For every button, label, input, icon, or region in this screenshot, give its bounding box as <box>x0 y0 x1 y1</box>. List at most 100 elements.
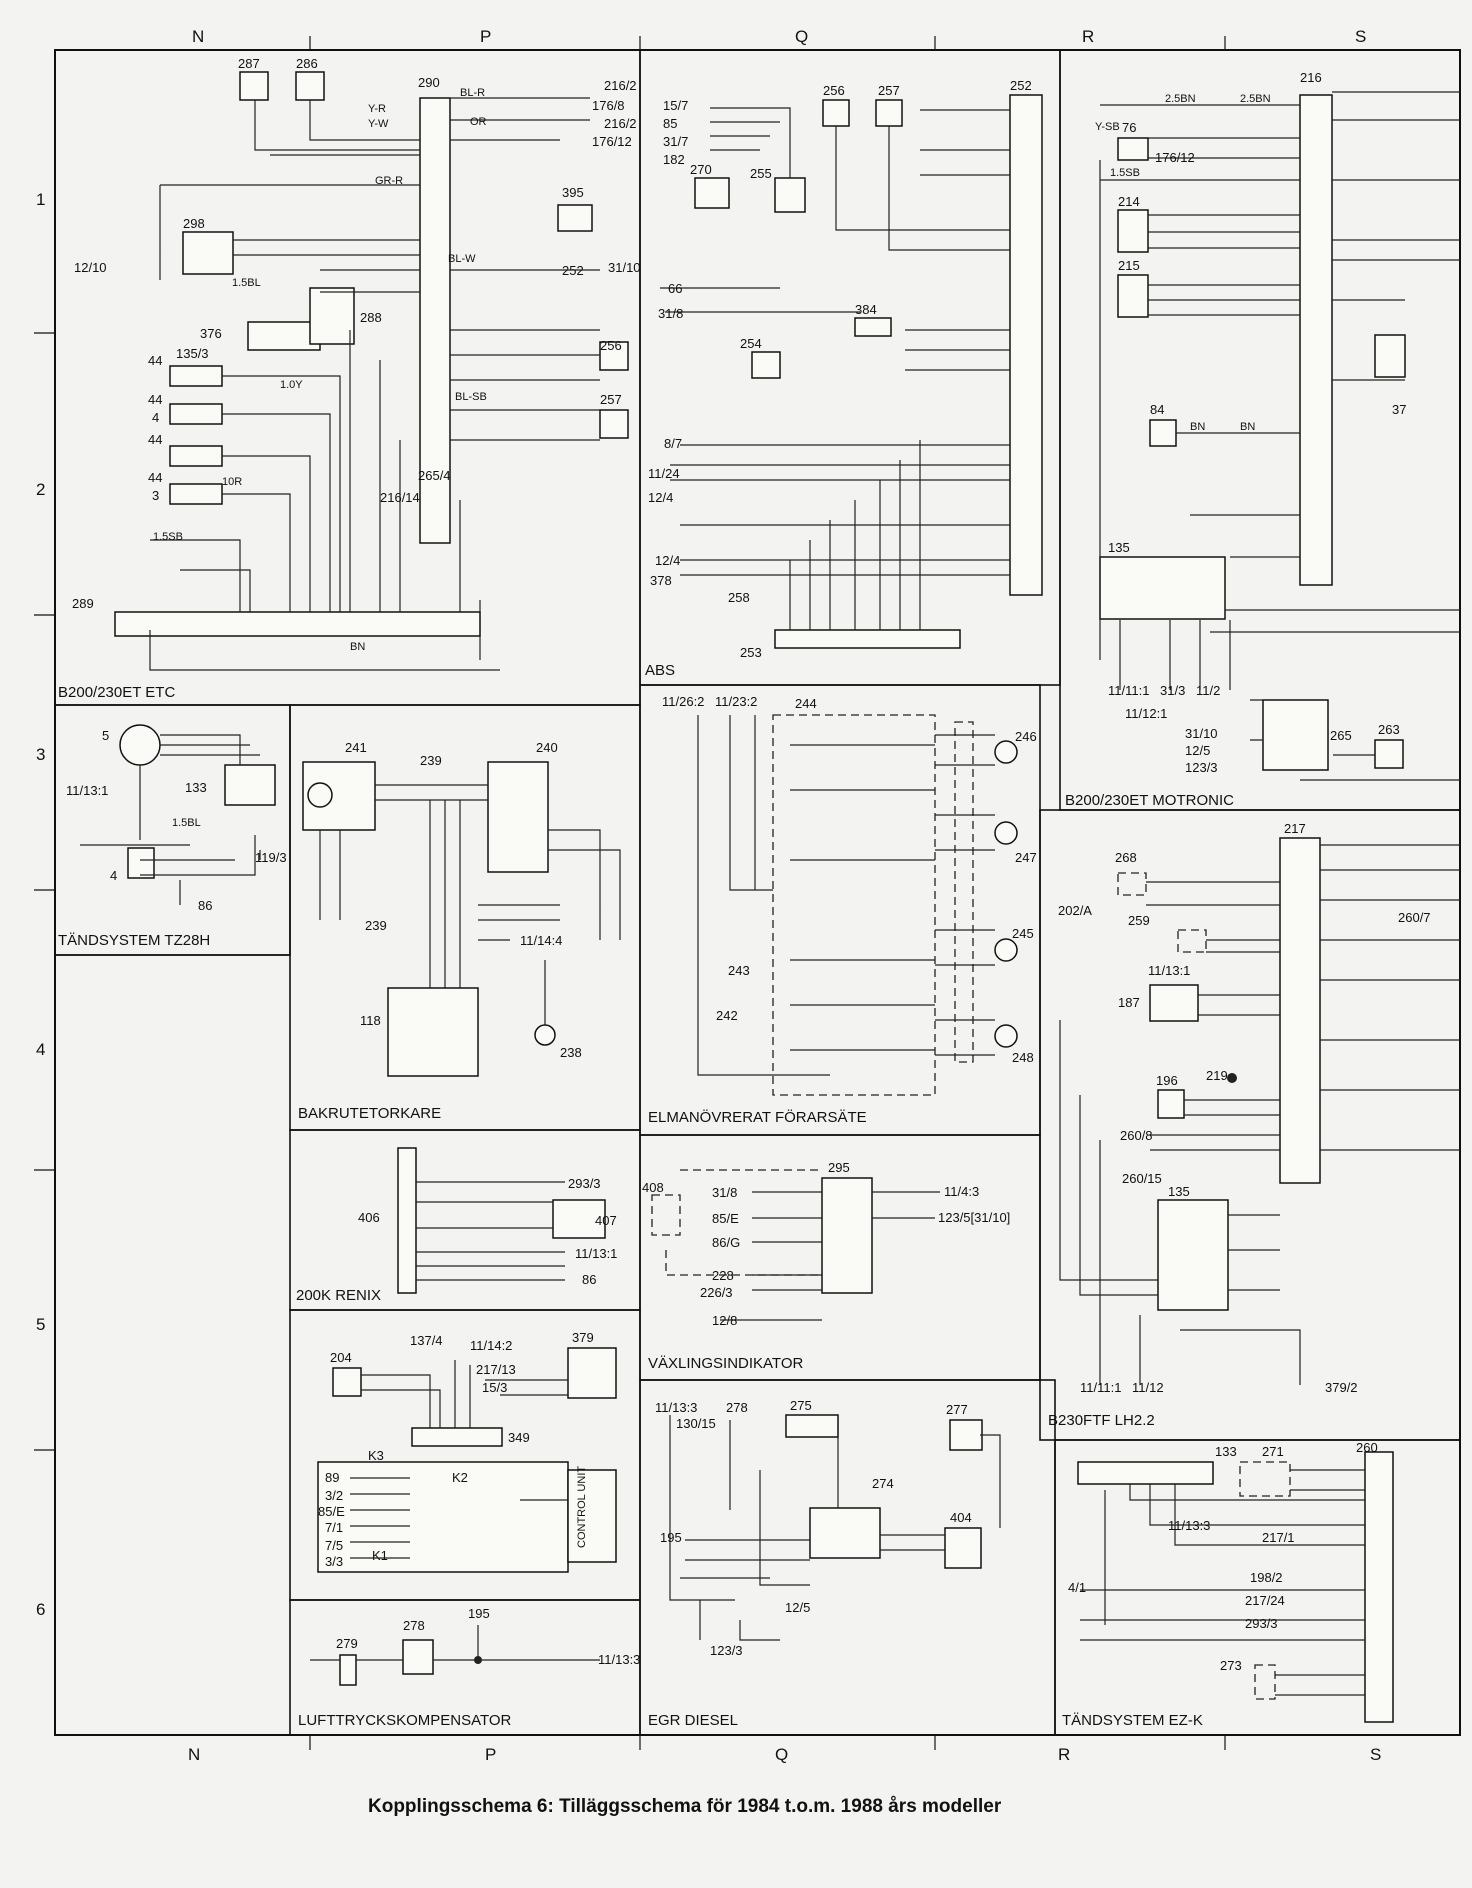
svg-text:187: 187 <box>1118 995 1140 1010</box>
svg-text:3/3: 3/3 <box>325 1554 343 1569</box>
svg-text:4: 4 <box>110 868 117 883</box>
svg-text:1.5BL: 1.5BL <box>172 817 201 829</box>
svg-text:BL-W: BL-W <box>448 253 476 265</box>
diagram-frame <box>54 49 1461 1736</box>
renix-connector <box>397 1147 417 1294</box>
svg-text:259: 259 <box>1128 913 1150 928</box>
svg-text:196: 196 <box>1156 1073 1178 1088</box>
svg-text:135: 135 <box>1108 540 1130 555</box>
grid-ticks <box>34 36 1226 1750</box>
panel-bakrute: 241 239 239 240 118 238 11/14:4 BAKRUTET… <box>298 740 621 1122</box>
etc-refs: 216/2 176/8 216/2 176/12 31/10 12/10 135… <box>74 78 641 505</box>
component-271 <box>1239 1461 1291 1497</box>
component-395 <box>557 204 593 232</box>
svg-text:255: 255 <box>750 166 772 181</box>
svg-text:66: 66 <box>668 281 682 296</box>
svg-text:76: 76 <box>1122 120 1136 135</box>
component-376 <box>247 321 321 351</box>
panel-motronic: 216 76 214 215 84 135 265 263 37 176/12 … <box>1065 70 1460 809</box>
panel-tz28h: 5 133 4 11/13:1 119/3 86 1.5BL TÄNDSYSTE… <box>58 724 287 949</box>
svg-text:11/12:1: 11/12:1 <box>1125 706 1167 721</box>
svg-text:BN: BN <box>350 641 365 653</box>
panel-title-vaxling: VÄXLINGSINDIKATOR <box>648 1355 803 1372</box>
svg-text:37: 37 <box>1392 402 1406 417</box>
svg-text:4/1: 4/1 <box>1068 1580 1086 1595</box>
component-135-lh <box>1157 1199 1229 1311</box>
svg-text:2.5BN: 2.5BN <box>1165 93 1196 105</box>
component-404 <box>944 1527 982 1569</box>
grid-row-2: 2 <box>36 480 45 499</box>
svg-text:44: 44 <box>148 392 162 407</box>
component-270 <box>694 177 730 209</box>
svg-text:12/5: 12/5 <box>785 1600 810 1615</box>
svg-text:31/7: 31/7 <box>663 134 688 149</box>
label-257: 257 <box>600 392 622 407</box>
grid-row-3: 3 <box>36 745 45 764</box>
panel-luft: 279 278 195 11/13:3 LUFTTRYCKSKOMPENSATO… <box>298 1606 640 1729</box>
motor-245 <box>994 938 1018 962</box>
panel-control-unit: 204 379 349 K3 K2 K1 CONTROL UNIT 137/4 … <box>317 1330 617 1573</box>
svg-text:217/13: 217/13 <box>476 1362 516 1377</box>
svg-text:407: 407 <box>595 1213 617 1228</box>
svg-text:1.0Y: 1.0Y <box>280 379 303 391</box>
svg-text:GR-R: GR-R <box>375 175 403 187</box>
component-133-tz <box>224 764 276 806</box>
label-376: 376 <box>200 326 222 341</box>
svg-text:295: 295 <box>828 1160 850 1175</box>
component-384 <box>854 317 892 337</box>
svg-text:11/13:1: 11/13:1 <box>1148 963 1190 978</box>
svg-text:260/15: 260/15 <box>1122 1171 1162 1186</box>
svg-text:1.5SB: 1.5SB <box>153 531 183 543</box>
svg-text:349: 349 <box>508 1430 530 1445</box>
svg-text:216/2: 216/2 <box>604 116 637 131</box>
svg-text:BN: BN <box>1190 421 1205 433</box>
svg-text:198/2: 198/2 <box>1250 1570 1283 1585</box>
panel-title-elman: ELMANÖVRERAT FÖRARSÄTE <box>648 1108 867 1126</box>
label-286: 286 <box>296 56 318 71</box>
svg-text:273: 273 <box>1220 1658 1242 1673</box>
component-217 <box>1279 837 1321 1184</box>
svg-text:260: 260 <box>1356 1440 1378 1455</box>
svg-text:219: 219 <box>1206 1068 1228 1083</box>
grid-bottom-letters: N P Q R S <box>188 1745 1381 1764</box>
label-298: 298 <box>183 216 205 231</box>
component-255 <box>774 177 806 213</box>
svg-text:15/3: 15/3 <box>482 1380 507 1395</box>
svg-text:133: 133 <box>185 780 207 795</box>
svg-text:11/26:2: 11/26:2 <box>662 694 704 709</box>
svg-text:5: 5 <box>102 728 109 743</box>
component-252-abs <box>1009 94 1043 596</box>
svg-text:195: 195 <box>660 1530 682 1545</box>
svg-text:31/10: 31/10 <box>608 260 641 275</box>
svg-text:1.5BL: 1.5BL <box>232 277 261 289</box>
svg-text:123/5[31/10]: 123/5[31/10] <box>938 1210 1010 1225</box>
svg-text:7/1: 7/1 <box>325 1520 343 1535</box>
svg-text:BN: BN <box>1240 421 1255 433</box>
svg-text:85/E: 85/E <box>712 1211 739 1226</box>
component-5 <box>119 724 161 766</box>
grid-col-p-top: P <box>480 27 491 46</box>
svg-text:228: 228 <box>712 1268 734 1283</box>
component-219 <box>1227 1073 1237 1083</box>
svg-text:11/11:1: 11/11:1 <box>1080 1380 1121 1395</box>
svg-text:11/11:1: 11/11:1 <box>1108 683 1149 698</box>
svg-text:274: 274 <box>872 1476 894 1491</box>
svg-text:85: 85 <box>663 116 677 131</box>
control-unit <box>567 1469 617 1563</box>
svg-text:118: 118 <box>360 1013 381 1028</box>
svg-text:11/13:3: 11/13:3 <box>1168 1518 1210 1533</box>
svg-text:12/4: 12/4 <box>648 490 673 505</box>
component-349 <box>411 1427 503 1447</box>
svg-text:44: 44 <box>148 353 162 368</box>
svg-text:CONTROL UNIT: CONTROL UNIT <box>576 1466 588 1548</box>
component-133-ezk <box>1077 1461 1214 1485</box>
svg-text:256: 256 <box>823 83 845 98</box>
panel-title-renix: 200K RENIX <box>296 1287 381 1304</box>
svg-text:11/14:4: 11/14:4 <box>520 933 562 948</box>
component-253 <box>774 629 961 649</box>
abs-refs: 15/7 85 31/7 182 66 31/8 8/7 11/24 12/4 … <box>648 98 688 588</box>
page-caption: Kopplingsschema 6: Tilläggsschema för 19… <box>368 1796 1002 1817</box>
grid-col-n-bottom: N <box>188 1745 200 1764</box>
svg-text:12/5: 12/5 <box>1185 743 1210 758</box>
grid-row-6: 6 <box>36 1600 45 1619</box>
